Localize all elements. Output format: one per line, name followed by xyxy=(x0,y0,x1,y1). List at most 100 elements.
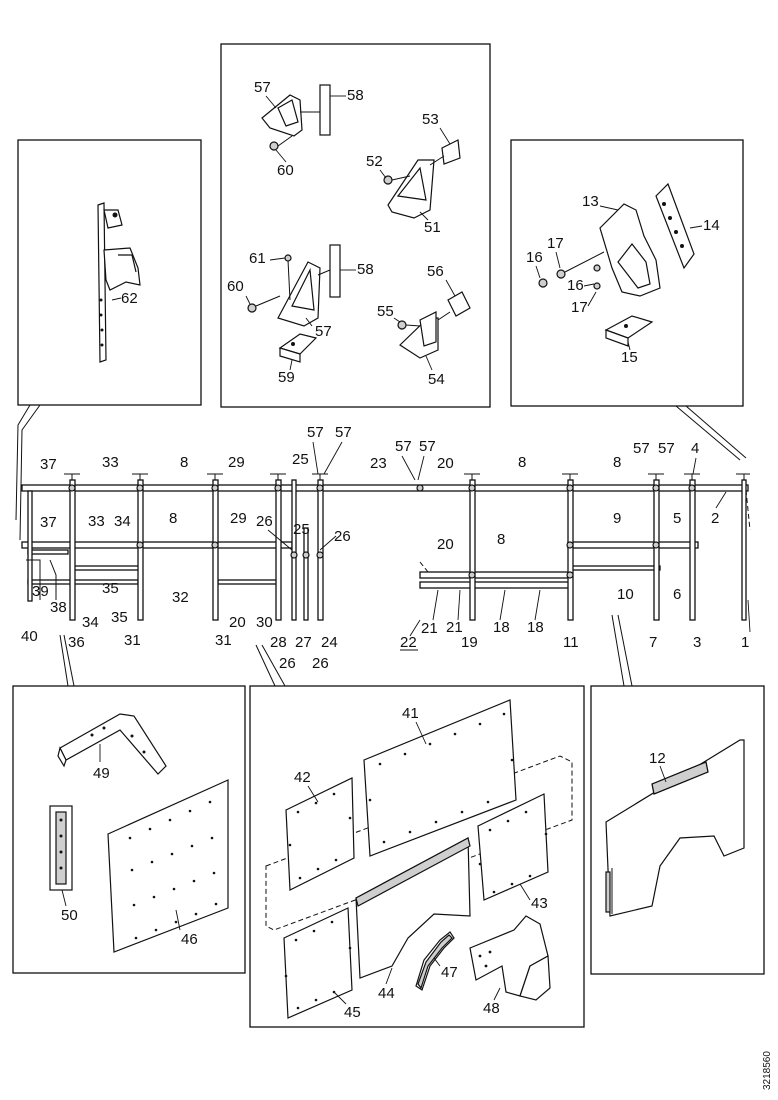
callout-6: 6 xyxy=(673,586,681,603)
callout-16-a: 16 xyxy=(526,249,543,266)
illustration-pillar-bracket xyxy=(97,202,141,363)
callout-10: 10 xyxy=(617,586,634,603)
callout-57-top-e: 57 xyxy=(633,440,650,457)
callout-7: 7 xyxy=(649,634,657,651)
callout-18-a: 18 xyxy=(493,619,510,636)
callout-24: 24 xyxy=(321,634,338,651)
callout-33-top: 33 xyxy=(102,454,119,471)
callout-45: 45 xyxy=(344,1004,361,1021)
illustration-panel-41 xyxy=(363,699,517,857)
callout-44: 44 xyxy=(378,985,395,1002)
illustration-bracket-49 xyxy=(57,713,167,775)
callout-57-top-b: 57 xyxy=(335,424,352,441)
illustration-bracket-51 xyxy=(383,139,461,219)
illustration-bracket-48 xyxy=(469,915,551,1001)
callout-60-a: 60 xyxy=(277,162,294,179)
callout-53: 53 xyxy=(422,111,439,128)
callout-41: 41 xyxy=(402,705,419,722)
callout-57-top-d: 57 xyxy=(419,438,436,455)
detail-top-right: 13 14 17 16 16 17 15 xyxy=(510,139,744,407)
callout-4-top: 4 xyxy=(691,440,699,457)
callout-47: 47 xyxy=(441,964,458,981)
callout-22: 22 xyxy=(400,634,417,651)
callout-29-top: 29 xyxy=(228,454,245,471)
frame-callouts-top: 37 33 8 29 25 57 57 23 57 57 20 8 8 57 5… xyxy=(40,424,727,527)
callout-59: 59 xyxy=(278,369,295,386)
callout-38: 38 xyxy=(50,599,67,616)
callout-57-top-a: 57 xyxy=(307,424,324,441)
callout-13: 13 xyxy=(582,193,599,210)
illustration-panel-50 xyxy=(49,805,73,891)
callout-26-mid-a: 26 xyxy=(256,513,273,530)
callout-61: 61 xyxy=(249,250,266,267)
illustration-bracket-13-14 xyxy=(538,182,695,347)
callout-50: 50 xyxy=(61,907,78,924)
illustration-bracket-57-lower xyxy=(247,244,341,363)
illustration-panel-46 xyxy=(107,779,229,953)
callout-35-bot: 35 xyxy=(111,609,128,626)
callout-19: 19 xyxy=(461,634,478,651)
callout-52: 52 xyxy=(366,153,383,170)
frame-callouts-middle: 37 33 34 8 29 26 25 26 20 8 9 5 xyxy=(40,510,681,553)
illustration-strip-47 xyxy=(415,931,455,991)
callout-14: 14 xyxy=(703,217,720,234)
illustration-panel-44 xyxy=(355,837,471,979)
callout-26-below-b: 26 xyxy=(312,655,329,672)
callout-17-a: 17 xyxy=(547,235,564,252)
callout-55: 55 xyxy=(377,303,394,320)
callout-31-a: 31 xyxy=(124,632,141,649)
detail-bottom-right: 12 xyxy=(590,685,765,975)
callout-3: 3 xyxy=(693,634,701,651)
callout-54: 54 xyxy=(428,371,445,388)
callout-5: 5 xyxy=(673,510,681,527)
callout-40: 40 xyxy=(21,628,38,645)
illustration-panel-42 xyxy=(285,777,355,891)
callout-31-b: 31 xyxy=(215,632,232,649)
callout-57-top-f: 57 xyxy=(658,440,675,457)
detail-bottom-left: 49 50 46 xyxy=(12,685,246,974)
callout-26-below-a: 26 xyxy=(279,655,296,672)
connector-lines-bottom xyxy=(59,614,633,687)
connector-lines-top xyxy=(15,404,747,541)
callout-21-a: 21 xyxy=(421,620,438,637)
detail-top-center: 57 58 60 53 52 51 xyxy=(220,43,491,408)
callout-48: 48 xyxy=(483,1000,500,1017)
callout-26-mid-b: 26 xyxy=(334,528,351,545)
callout-37-mid: 37 xyxy=(40,514,57,531)
callout-9: 9 xyxy=(613,510,621,527)
frame-callouts-bottom: 40 36 34 35 31 31 20 30 28 27 24 22 21 2… xyxy=(21,589,751,672)
callout-33-mid: 33 xyxy=(88,513,105,530)
callout-8-mid-a: 8 xyxy=(169,510,177,527)
callout-56: 56 xyxy=(427,263,444,280)
illustration-bracket-54 xyxy=(397,291,471,359)
figure-id: 3218560 xyxy=(762,1051,773,1090)
callout-17-b: 17 xyxy=(571,299,588,316)
callout-25-top: 25 xyxy=(292,451,309,468)
illustration-panel-12 xyxy=(605,739,745,917)
callout-39: 39 xyxy=(32,583,49,600)
illustration-panel-45 xyxy=(283,907,353,1019)
callout-60-b: 60 xyxy=(227,278,244,295)
illustration-panel-43 xyxy=(477,793,549,901)
callout-8-top-a: 8 xyxy=(180,454,188,471)
callout-34-bot: 34 xyxy=(82,614,99,631)
callout-27: 27 xyxy=(295,634,312,651)
detail-bottom-center: 41 42 43 44 45 47 48 xyxy=(249,685,585,1028)
callout-8-top-b: 8 xyxy=(518,454,526,471)
callout-18-b: 18 xyxy=(527,619,544,636)
callout-43: 43 xyxy=(531,895,548,912)
callout-32: 32 xyxy=(172,589,189,606)
callout-16-b: 16 xyxy=(567,277,584,294)
callout-29-mid: 29 xyxy=(230,510,247,527)
callout-51: 51 xyxy=(424,219,441,236)
callout-20-bot: 20 xyxy=(229,614,246,631)
callout-58-a: 58 xyxy=(347,87,364,104)
callout-15: 15 xyxy=(621,349,638,366)
callout-34-mid: 34 xyxy=(114,513,131,530)
callout-2: 2 xyxy=(711,510,719,527)
callout-8-top-c: 8 xyxy=(613,454,621,471)
callout-35-inner: 35 xyxy=(102,580,119,597)
callout-8-mid-b: 8 xyxy=(497,531,505,548)
callout-62: 62 xyxy=(121,290,138,307)
